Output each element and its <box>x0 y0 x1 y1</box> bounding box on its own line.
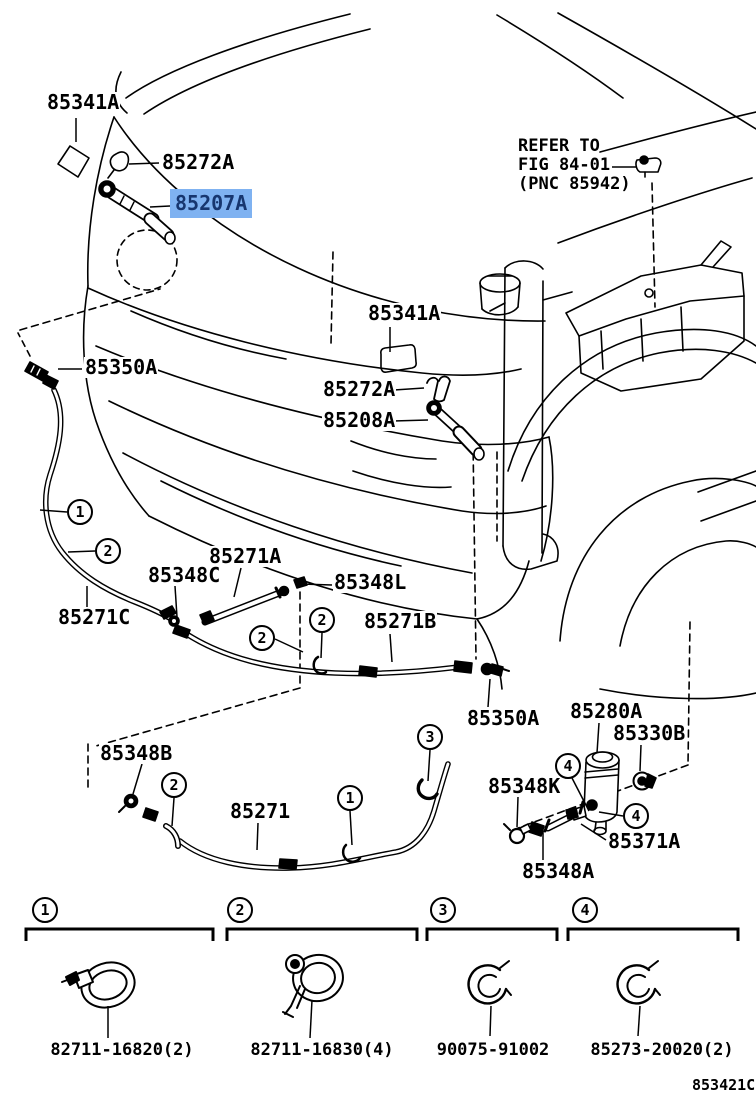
part-label-85272a-top[interactable]: 85272A <box>161 150 236 174</box>
part-label-85371a[interactable]: 85371A <box>607 829 682 853</box>
callout-2: 2 <box>309 607 335 633</box>
hose-85271 <box>177 761 451 871</box>
callout-1: 1 <box>67 499 93 525</box>
part-label-85348c[interactable]: 85348C <box>147 563 222 587</box>
part-label-85208a[interactable]: 85208A <box>322 408 397 432</box>
nozzle-85207a <box>98 180 176 245</box>
legend-part-number-4[interactable]: 85273-20020(2) <box>590 1040 734 1060</box>
callout-3: 3 <box>417 724 443 750</box>
bracket-85272a-mid <box>426 375 451 403</box>
nozzle-85942 <box>635 155 662 178</box>
callout-2: 2 <box>161 772 187 798</box>
part-label-85341a-mid[interactable]: 85341A <box>367 301 442 325</box>
legend-clip-4 <box>616 960 661 1005</box>
part-label-85350a-left[interactable]: 85350A <box>84 355 159 379</box>
pad-85341a-top <box>57 145 90 178</box>
part-label-85348a[interactable]: 85348A <box>521 859 596 883</box>
headlight-outline <box>116 229 178 291</box>
part-label-85348l[interactable]: 85348L <box>333 570 408 594</box>
leader-lines <box>39 118 642 1039</box>
legend-callout-2: 2 <box>227 897 253 923</box>
nozzle-85350a-left <box>24 361 59 390</box>
joint-85348c <box>159 605 191 639</box>
legend-callout-3: 3 <box>430 897 456 923</box>
front-wheel <box>507 328 756 700</box>
legend-part-number-1[interactable]: 82711-16820(2) <box>50 1040 194 1060</box>
part-label-85280a[interactable]: 85280A <box>569 699 644 723</box>
legend-callout-1: 1 <box>32 897 58 923</box>
legend-clip-1 <box>61 961 136 1009</box>
legend-part-number-2[interactable]: 82711-16830(4) <box>250 1040 394 1060</box>
callout-4: 4 <box>623 803 649 829</box>
legend-callout-4: 4 <box>572 897 598 923</box>
clamp-3 <box>416 778 439 801</box>
part-label-85341a-top[interactable]: 85341A <box>46 90 121 114</box>
part-label-85271[interactable]: 85271 <box>229 799 292 823</box>
callout-2: 2 <box>95 538 121 564</box>
part-label-85207a-highlighted[interactable]: 85207A <box>170 189 253 218</box>
callout-2: 2 <box>249 625 275 651</box>
part-label-85271b[interactable]: 85271B <box>363 609 438 633</box>
part-label-85348b[interactable]: 85348B <box>99 741 174 765</box>
radiator-support <box>489 260 573 571</box>
clamp-2c <box>312 655 328 675</box>
clamp-1b <box>341 843 362 863</box>
legend-clip-3 <box>467 960 512 1005</box>
part-label-85272a-mid[interactable]: 85272A <box>322 377 397 401</box>
legend-part-number-3[interactable]: 90075-91002 <box>436 1040 550 1060</box>
washer-reservoir <box>479 240 745 392</box>
pad-85341a-mid <box>380 344 417 373</box>
legend-clip-2 <box>282 953 344 1018</box>
part-label-85350a-right[interactable]: 85350A <box>466 706 541 730</box>
figure-code: 853421C <box>692 1076 756 1094</box>
nozzle-85208a <box>426 400 485 461</box>
callout-4: 4 <box>555 753 581 779</box>
clip-85272a-top <box>107 151 130 179</box>
part-label-85271a[interactable]: 85271A <box>208 544 283 568</box>
grommet-85348l <box>278 585 290 597</box>
nozzle-85350a-right <box>480 662 510 677</box>
part-label-85271c[interactable]: 85271C <box>57 605 132 629</box>
washer-hoses <box>43 387 596 871</box>
grommet-85330b <box>632 771 657 791</box>
callout-1: 1 <box>337 785 363 811</box>
washer-pump-85280a <box>565 751 620 836</box>
legend-brackets <box>24 927 740 941</box>
part-label-85348k[interactable]: 85348K <box>487 774 562 798</box>
part-label-85330b[interactable]: 85330B <box>612 721 687 745</box>
clip-85348k <box>503 823 532 845</box>
